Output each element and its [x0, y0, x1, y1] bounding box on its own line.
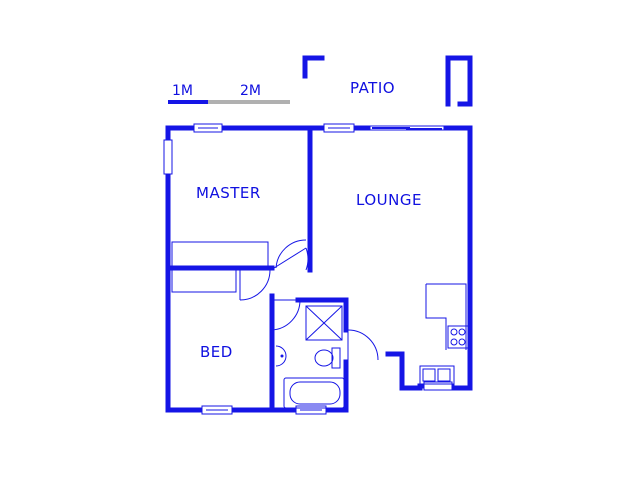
- built-in-cupboards: [171, 241, 269, 293]
- window-master-left: [163, 139, 173, 175]
- doors: [239, 239, 379, 361]
- master-cupboard: [171, 241, 269, 267]
- scale-bar: 1M 2M: [168, 83, 290, 104]
- bathtub: [283, 377, 345, 409]
- basin: [275, 345, 287, 367]
- toilet: [314, 349, 334, 367]
- shower: [305, 305, 343, 341]
- kitchen-counter: [425, 283, 467, 350]
- stove: [447, 325, 469, 349]
- scale-label-1m: 1M: [172, 83, 193, 99]
- window-kitchen-bottom: [423, 381, 453, 391]
- interior-walls: [165, 125, 349, 413]
- bed-cupboard: [171, 269, 237, 293]
- room-label-patio: PATIO: [350, 79, 395, 97]
- patio-pillar: [445, 55, 473, 107]
- windows: [163, 123, 453, 415]
- room-label-master: MASTER: [196, 184, 261, 202]
- scale-label-2m: 2M: [240, 83, 261, 99]
- kitchen-sink: [419, 365, 455, 385]
- room-label-bed: BED: [200, 343, 233, 361]
- kitchen: [419, 283, 469, 385]
- room-label-lounge: LOUNGE: [356, 191, 422, 209]
- bathroom-fixtures: [275, 305, 345, 409]
- patio-corner-wall: [302, 55, 325, 79]
- sliding-door: [368, 125, 446, 131]
